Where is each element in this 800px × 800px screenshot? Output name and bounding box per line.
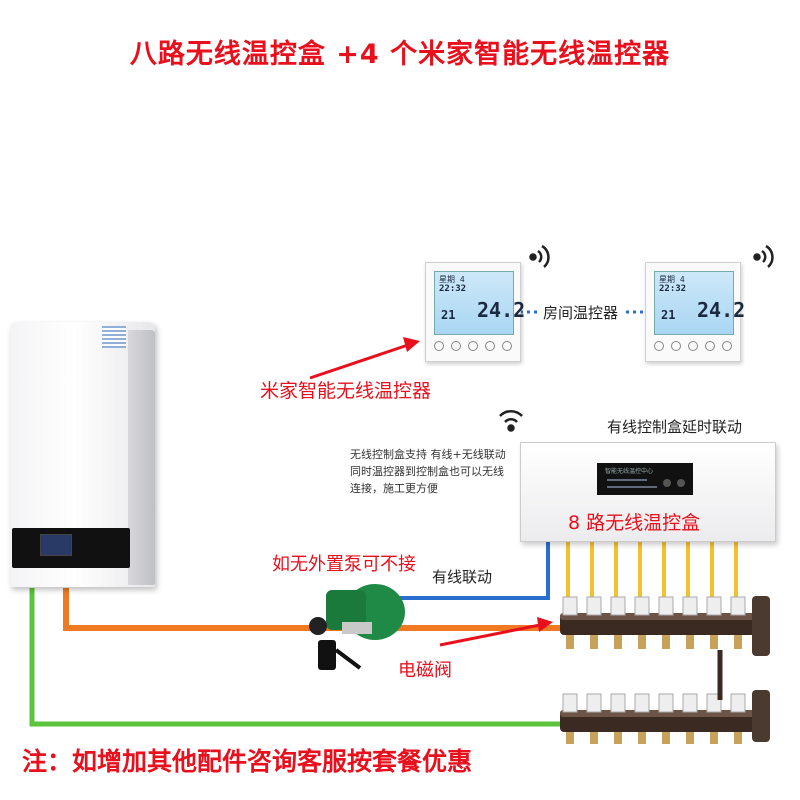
control-box-screen: 智能无线温控中心 [597,463,693,495]
boiler-sticker [102,326,126,348]
thermostat-buttons [654,341,732,353]
thermostat-current-temp: 24.2 [477,298,526,322]
page-title: 八路无线温控盒 +4 个米家智能无线温控器 [129,39,671,70]
thermostat-screen: 星期 4 22:32 21 24.2 [434,271,525,335]
thermostat-button [654,341,664,351]
pump-icon [309,584,405,670]
wifi-icon [529,244,550,268]
mijia-thermostat-label: 米家智能无线温控器 [260,380,432,402]
wifi-icon [499,409,523,432]
thermostat-icon: 星期 4 22:32 21 24.2 [645,262,745,362]
description-line: 无线控制盒支持 有线+无线联动 [350,448,506,461]
control-box-label: 8 路无线温控盒 [568,512,701,534]
thermostat-time: 22:32 [439,284,467,294]
wired-link-label: 有线联动 [432,568,493,586]
thermostat-button [688,341,698,351]
thermostat-set-temp: 21 [441,308,456,322]
thermostat-time: 22:32 [659,284,687,294]
no-pump-label: 如无外置泵可不接 [272,554,416,575]
green-pipe [29,588,575,727]
description-text: 无线控制盒支持 有线+无线联动 同时温控器到控制盒也可以无线 连接，施工更方便 [350,446,520,497]
boiler-side [128,330,155,585]
valve-label: 电磁阀 [398,660,452,681]
thermostat-buttons [434,341,512,353]
wired-delay-label: 有线控制盒延时联动 [607,418,743,436]
blue-wire [392,540,550,600]
thermostat-button [722,341,732,351]
thermostat-button [671,341,681,351]
orange-pipe [63,588,575,631]
thermostat-current-temp: 24.2 [697,298,746,322]
thermostat-button [502,341,512,351]
thermostat-icon: 星期 4 22:32 21 24.2 [425,262,525,362]
thermostat-button [451,341,461,351]
thermostat-button [434,341,444,351]
thermostat-weekday: 星期 4 [659,275,685,284]
bottom-note: 注：如增加其他配件咨询客服按套餐优惠 [22,747,473,776]
wifi-icon [753,244,774,268]
control-box-screen-text: 智能无线温控中心 [605,468,654,475]
manifold-icon [560,650,770,744]
thermostat-button [705,341,715,351]
thermostat-weekday: 星期 4 [439,275,465,284]
description-line: 连接，施工更方便 [350,482,438,495]
room-thermostat-label: 房间温控器 [543,304,619,322]
thermostat-set-temp: 21 [661,308,676,322]
description-line: 同时温控器到控制盒也可以无线 [350,465,504,478]
arrow-icon [439,617,553,647]
boiler-display [40,534,72,556]
manifold-icon [560,596,770,656]
arrow-icon [309,337,420,380]
thermostat-button [468,341,478,351]
yellow-wires [566,540,738,600]
thermostat-button [485,341,495,351]
thermostat-screen: 星期 4 22:32 21 24.2 [654,271,745,335]
